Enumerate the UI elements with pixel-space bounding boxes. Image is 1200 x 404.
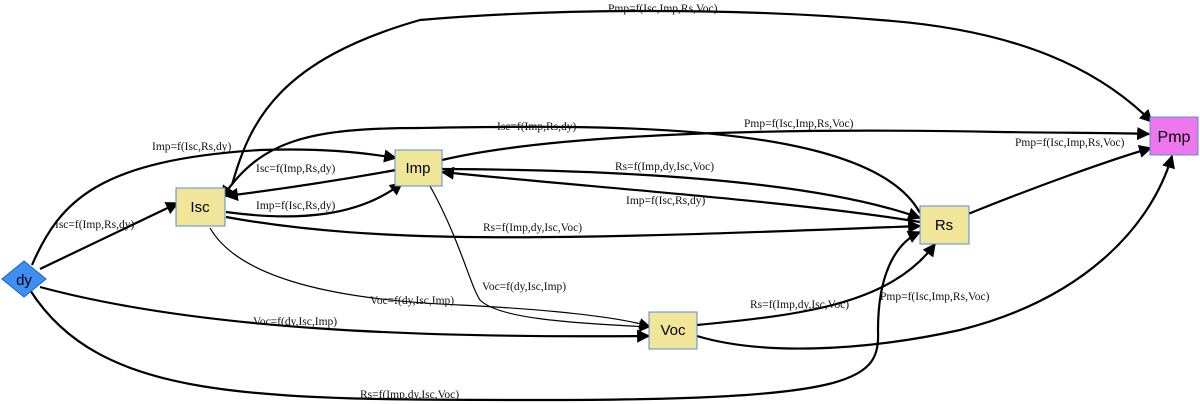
edge-dy-imp: [30, 148, 398, 266]
edge-label-dy-rs: Rs=f(Imp,dy,Isc,Voc): [360, 389, 459, 401]
edge-imp-rs: [441, 167, 922, 221]
node-imp: Imp: [394, 149, 443, 187]
edge-rs-pmp: [967, 145, 1153, 216]
node-isc-shape: [175, 187, 226, 227]
node-voc: Voc: [648, 311, 698, 350]
node-isc-label: Isc: [190, 199, 210, 216]
edge-label-voc-pmp: Pmp=f(Isc,Imp,Rs,Voc): [880, 291, 990, 303]
node-dy-label: dy: [16, 272, 32, 289]
edge-imp-pmp: [441, 126, 1151, 162]
edge-voc-pmp: [696, 154, 1175, 350]
edge-rs-imp: [440, 166, 921, 224]
edge-label-imp-voc: Voc=f(dy,Isc,Imp): [482, 281, 566, 293]
edge-label-dy-voc: Voc=f(dy,Isc,Imp): [253, 316, 337, 328]
edges: [29, 9, 1175, 402]
node-pmp-shape: [1149, 116, 1199, 156]
edge-dy-voc: [39, 285, 651, 343]
edge-label-isc-voc: Voc=f(dy,Isc,Imp): [370, 295, 454, 307]
edge-label-rs-pmp: Pmp=f(Isc,Imp,Rs,Voc): [1015, 137, 1125, 149]
edge-label-imp-pmp: Pmp=f(Isc,Imp,Rs,Voc): [744, 118, 854, 130]
node-voc-label: Voc: [660, 322, 686, 339]
edge-label-voc-rs: Rs=f(Imp,dy,Isc,Voc): [750, 299, 849, 311]
edge-label-isc-rs: Rs=f(Imp,dy,Isc,Voc): [483, 222, 582, 234]
node-pmp-label: Pmp: [1158, 129, 1191, 146]
nodes: dy Isc Imp Rs Voc Pmp: [1, 116, 1199, 350]
node-isc: Isc: [175, 187, 226, 227]
edge-dy-rs: [29, 230, 922, 402]
edge-imp-voc: [429, 185, 651, 332]
edge-label-imp-isc: Isc=f(Imp,Rs,dy): [256, 163, 335, 175]
edge-label-rs-isc: Isc=f(Imp,Rs,dy): [497, 121, 576, 133]
edge-label-dy-isc: Isc=f(Imp,Rs,dy): [55, 219, 134, 231]
node-pmp: Pmp: [1149, 116, 1199, 156]
node-dy: dy: [1, 260, 47, 298]
node-dy-shape: [1, 260, 47, 298]
edge-isc-imp: [225, 182, 404, 218]
edge-label-imp-rs: Rs=f(Imp,dy,Isc,Voc): [615, 161, 714, 173]
edge-isc-voc: [209, 227, 651, 329]
edge-rs-isc: [221, 125, 921, 214]
node-rs-label: Rs: [935, 217, 953, 234]
edge-isc-rs: [225, 215, 922, 239]
edge-label-isc-imp: Imp=f(Isc,Rs,dy): [256, 200, 335, 212]
edge-labels: Isc=f(Imp,Rs,dy) Imp=f(Isc,Rs,dy) Voc=f(…: [55, 3, 1125, 401]
node-imp-shape: [394, 149, 443, 187]
edge-voc-rs: [696, 242, 936, 327]
edge-label-rs-imp: Imp=f(Isc,Rs,dy): [626, 195, 705, 207]
edge-dy-isc: [39, 202, 180, 270]
edge-label-isc-pmp: Pmp=f(Isc,Imp,Rs,Voc): [608, 3, 718, 15]
edge-label-dy-imp: Imp=f(Isc,Rs,dy): [152, 141, 231, 153]
node-voc-shape: [648, 311, 698, 350]
node-rs: Rs: [919, 205, 970, 245]
edge-imp-isc: [224, 168, 397, 202]
node-imp-label: Imp: [405, 160, 430, 177]
node-rs-shape: [919, 205, 970, 245]
edge-isc-pmp: [230, 9, 1153, 186]
